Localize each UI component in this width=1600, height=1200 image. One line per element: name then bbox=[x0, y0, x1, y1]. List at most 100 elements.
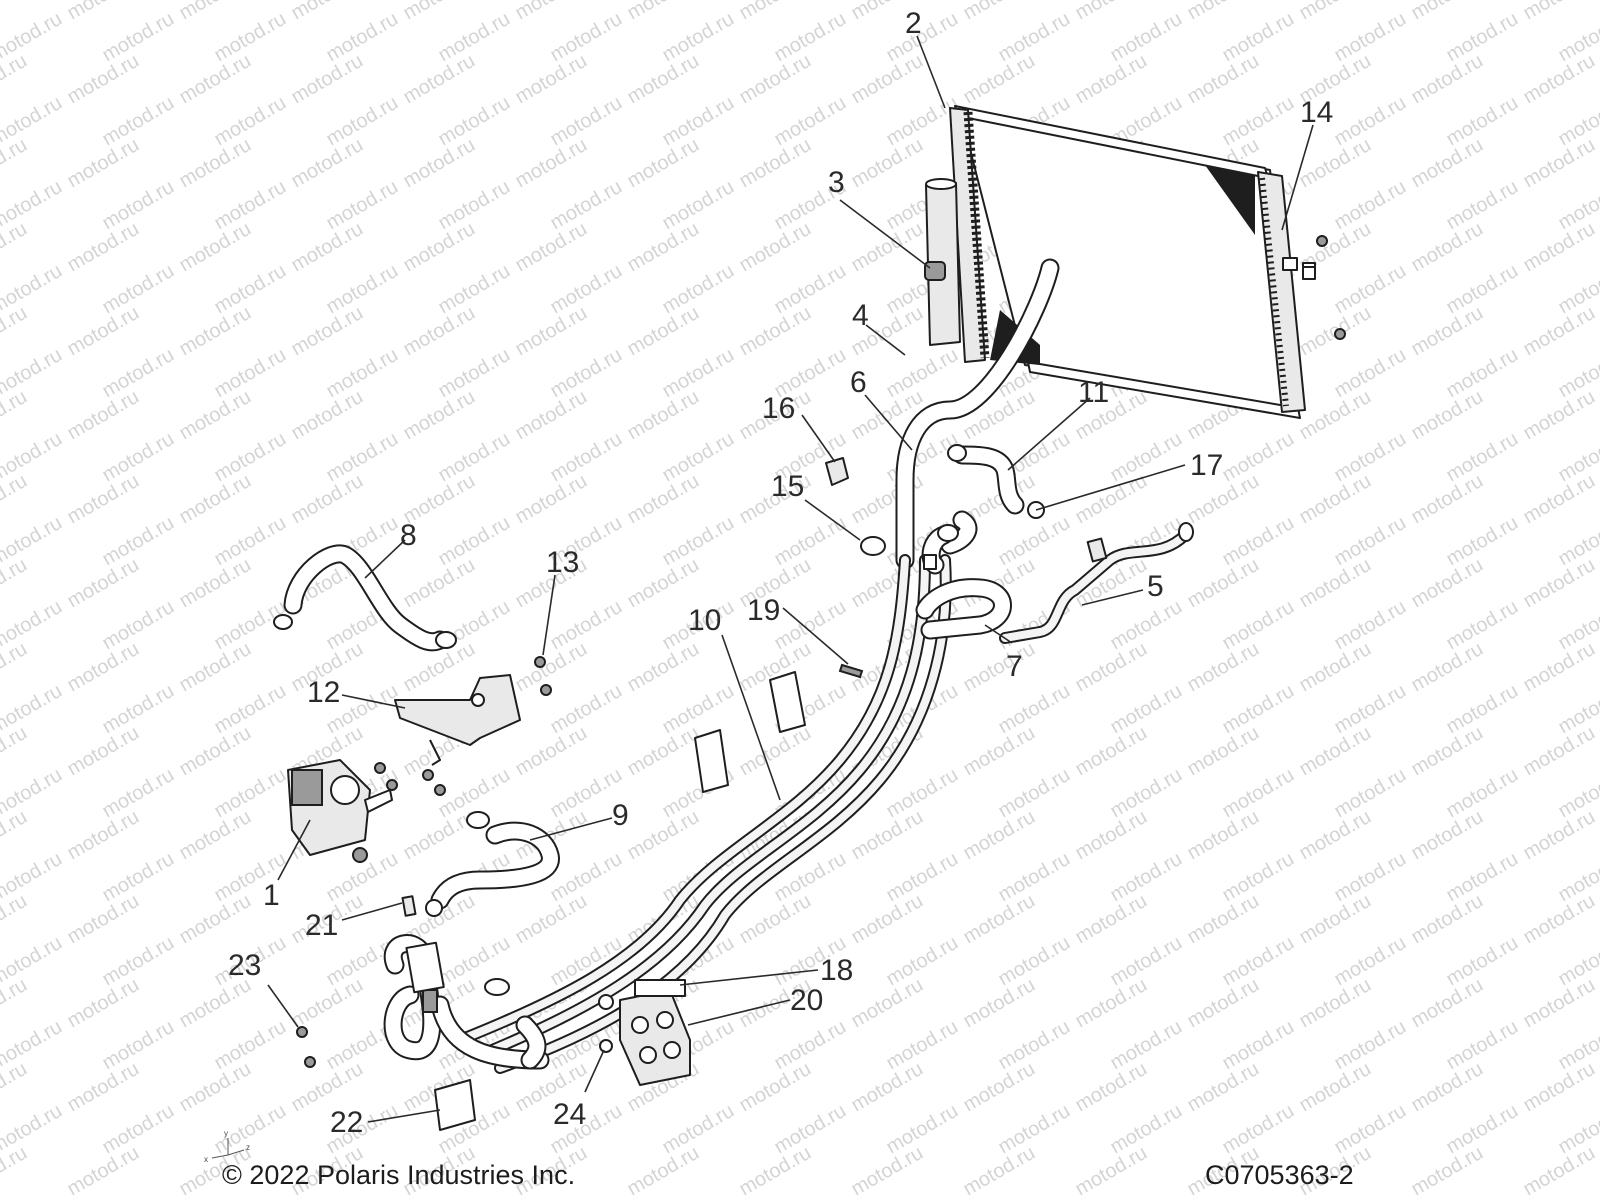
watermark-text: motod.ru bbox=[960, 50, 1039, 109]
watermark-text: motod.ru bbox=[848, 134, 927, 193]
watermark-text: motod.ru bbox=[435, 92, 514, 151]
callout-24: 24 bbox=[553, 1098, 586, 1131]
callout-6: 6 bbox=[850, 366, 867, 399]
watermark-text: motod.ru bbox=[323, 428, 402, 487]
watermark-text: motod.ru bbox=[1520, 722, 1599, 781]
callout-15: 15 bbox=[771, 470, 804, 503]
watermark-text: motod.ru bbox=[1443, 764, 1522, 823]
watermark-text: motod.ru bbox=[1184, 974, 1263, 1033]
watermark-text: motod.ru bbox=[771, 596, 850, 655]
watermark-text: motod.ru bbox=[848, 890, 927, 949]
watermark-text: motod.ru bbox=[624, 134, 703, 193]
watermark-text: motod.ru bbox=[995, 512, 1074, 571]
callout-13: 13 bbox=[546, 546, 579, 579]
watermark-text: motod.ru bbox=[1520, 0, 1599, 24]
callout-20: 20 bbox=[790, 984, 823, 1017]
watermark-text: motod.ru bbox=[771, 8, 850, 67]
watermark-text: motod.ru bbox=[1331, 92, 1410, 151]
callout-19: 19 bbox=[747, 594, 780, 627]
watermark-text: motod.ru bbox=[1296, 722, 1375, 781]
callout-17: 17 bbox=[1190, 449, 1223, 482]
watermark-text: motod.ru bbox=[211, 680, 290, 739]
watermark-text: motod.ru bbox=[0, 302, 31, 361]
watermark-text: motod.ru bbox=[547, 428, 626, 487]
watermark-text: motod.ru bbox=[848, 554, 927, 613]
watermark-text: motod.ru bbox=[1184, 722, 1263, 781]
figure-code: C0705363-2 bbox=[1205, 1160, 1354, 1190]
watermark-text: motod.ru bbox=[1107, 1016, 1186, 1075]
watermark-text: motod.ru bbox=[1443, 428, 1522, 487]
watermark-text: motod.ru bbox=[1408, 806, 1487, 865]
axis-label-y: y bbox=[224, 1129, 228, 1138]
callout-12: 12 bbox=[307, 676, 340, 709]
watermark-text: motod.ru bbox=[1408, 1058, 1487, 1117]
watermark-text: motod.ru bbox=[400, 386, 479, 445]
watermark-text: motod.ru bbox=[1072, 974, 1151, 1033]
watermark-text: motod.ru bbox=[960, 974, 1039, 1033]
watermark-text: motod.ru bbox=[512, 890, 591, 949]
callout-16: 16 bbox=[762, 392, 795, 425]
watermark-text: motod.ru bbox=[1072, 0, 1151, 24]
clamps bbox=[273, 444, 1045, 1053]
watermark-text: motod.ru bbox=[624, 1142, 703, 1200]
hose-7 bbox=[915, 510, 1012, 640]
watermark-text: motod.ru bbox=[659, 1100, 738, 1159]
watermark-text: motod.ru bbox=[1331, 1100, 1410, 1159]
watermark-text: motod.ru bbox=[1296, 806, 1375, 865]
watermark-text: motod.ru bbox=[211, 1100, 290, 1159]
watermark-text: motod.ru bbox=[1296, 1058, 1375, 1117]
watermark-text: motod.ru bbox=[1219, 764, 1298, 823]
watermark-text: motod.ru bbox=[1408, 386, 1487, 445]
watermark-text: motod.ru bbox=[1296, 0, 1375, 24]
watermark-text: motod.ru bbox=[1408, 890, 1487, 949]
watermark-text: motod.ru bbox=[1184, 0, 1263, 24]
watermark-text: motod.ru bbox=[960, 722, 1039, 781]
watermark-text: motod.ru bbox=[771, 1016, 850, 1075]
watermark-text: motod.ru bbox=[99, 596, 178, 655]
watermark-text: motod.ru bbox=[624, 0, 703, 24]
watermark-text: motod.ru bbox=[1219, 428, 1298, 487]
watermark-text: motod.ru bbox=[64, 134, 143, 193]
watermark-text: motod.ru bbox=[435, 344, 514, 403]
watermark-text: motod.ru bbox=[0, 50, 31, 109]
watermark-text: motod.ru bbox=[883, 344, 962, 403]
hose-11 bbox=[952, 445, 1025, 515]
watermark-text: motod.ru bbox=[288, 134, 367, 193]
watermark-text: motod.ru bbox=[1219, 8, 1298, 67]
watermark-text: motod.ru bbox=[512, 302, 591, 361]
lower-hose-loop bbox=[383, 934, 550, 1070]
watermark-text: motod.ru bbox=[0, 134, 31, 193]
watermark-text: motod.ru bbox=[64, 722, 143, 781]
watermark-text: motod.ru bbox=[883, 1100, 962, 1159]
watermark-text: motod.ru bbox=[400, 806, 479, 865]
bracket-12 bbox=[394, 674, 521, 766]
watermark-text: motod.ru bbox=[960, 806, 1039, 865]
watermark-text: motod.ru bbox=[624, 50, 703, 109]
watermark-text: motod.ru bbox=[1331, 176, 1410, 235]
watermark-text: motod.ru bbox=[659, 176, 738, 235]
watermark-text: motod.ru bbox=[512, 386, 591, 445]
watermark-text: motod.ru bbox=[995, 680, 1074, 739]
callout-10: 10 bbox=[688, 604, 721, 637]
watermark-text: motod.ru bbox=[0, 1142, 31, 1200]
line-5 bbox=[999, 522, 1194, 644]
watermark-text: motod.ru bbox=[64, 1142, 143, 1200]
watermark-text: motod.ru bbox=[1219, 92, 1298, 151]
copyright-text: © 2022 Polaris Industries Inc. bbox=[222, 1160, 576, 1190]
watermark-text: motod.ru bbox=[1107, 680, 1186, 739]
watermark-text: motod.ru bbox=[1331, 344, 1410, 403]
watermark-text: motod.ru bbox=[960, 1142, 1039, 1200]
watermark-text: motod.ru bbox=[848, 470, 927, 529]
fastener-21 bbox=[401, 895, 417, 917]
watermark-text: motod.ru bbox=[176, 218, 255, 277]
watermark-text: motod.ru bbox=[1331, 512, 1410, 571]
watermark-text: motod.ru bbox=[512, 134, 591, 193]
watermark-text: motod.ru bbox=[1331, 8, 1410, 67]
leader-lines bbox=[267, 35, 1314, 1123]
watermark-text: motod.ru bbox=[176, 974, 255, 1033]
radiator bbox=[924, 105, 1316, 419]
watermark-text: motod.ru bbox=[400, 302, 479, 361]
watermark-text: motod.ru bbox=[1296, 554, 1375, 613]
watermark-text: motod.ru bbox=[1184, 50, 1263, 109]
